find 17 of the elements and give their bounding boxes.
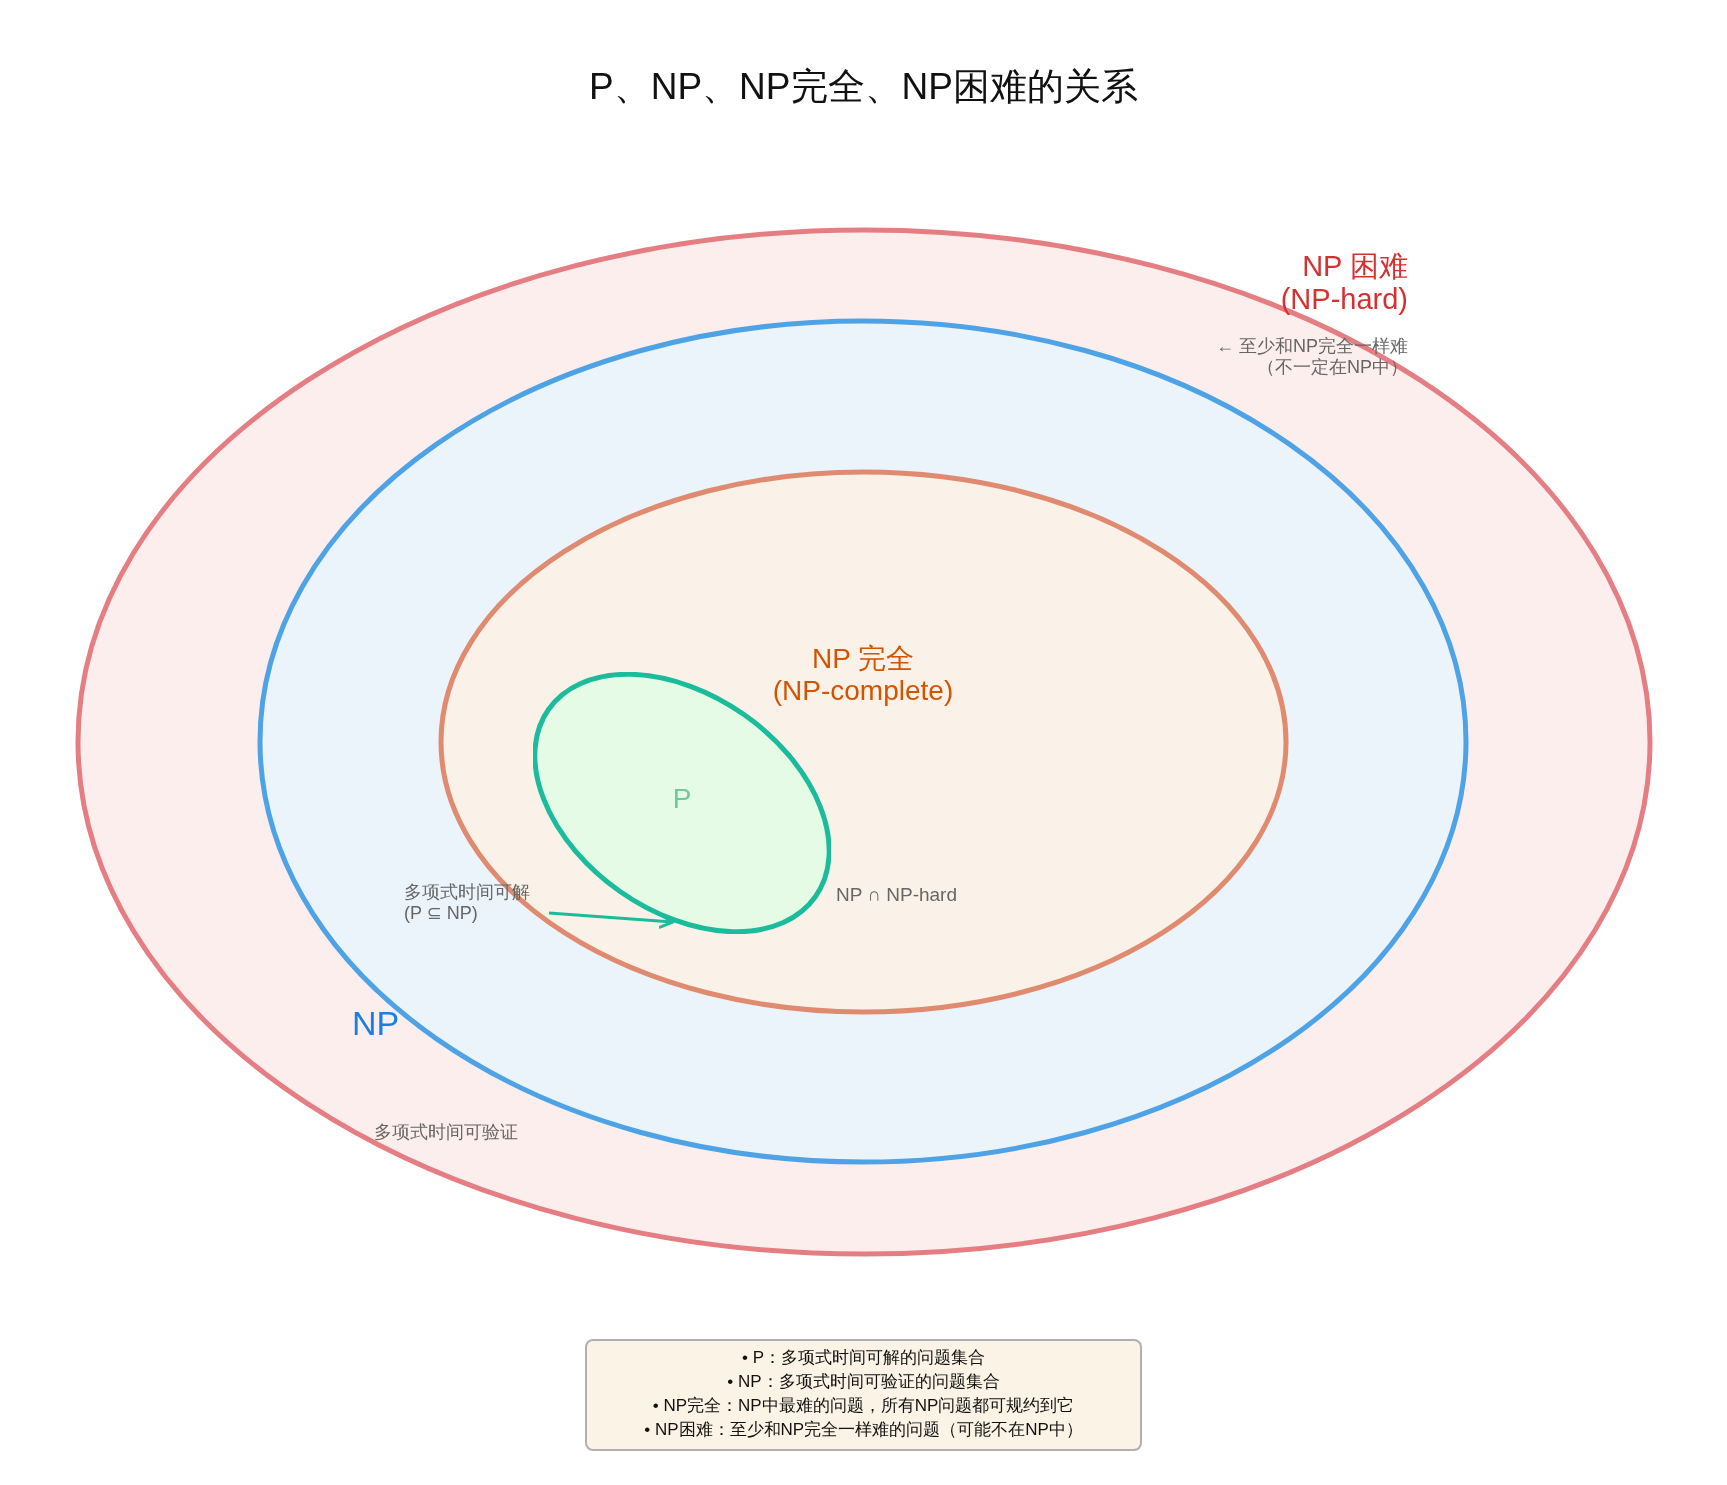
note-text: NP ∩ NP-hard (836, 884, 958, 906)
arrow (548, 911, 675, 929)
note-line: • NP困难：至少和NP完全一样难的问题（可能不在NP中） (644, 1420, 1083, 1439)
set-label: NP (352, 1004, 401, 1044)
annotation-text: 多项式时间可解 (P ⊆ NP) (404, 882, 531, 924)
set-ellipse (75, 227, 1653, 1257)
note-line: • NP：多项式时间可验证的问题集合 (727, 1372, 1000, 1391)
note-line: • P：多项式时间可解的问题集合 (742, 1348, 985, 1367)
set-label: NP 困难 (NP-hard) (1279, 250, 1408, 317)
note-line: • NP完全：NP中最难的问题，所有NP问题都可规约到它 (652, 1396, 1075, 1415)
set-ellipse (257, 318, 1469, 1165)
set-label: NP 完全 (NP-complete) (771, 643, 955, 708)
note-text: ← 至少和NP完全一样难（不一定在NP中） (1215, 336, 1408, 378)
set-label: P (671, 783, 693, 816)
diagram-title: P、NP、NP完全、NP困难的关系 (588, 66, 1139, 109)
note-box (585, 1339, 1142, 1451)
note-text: 多项式时间可验证 (374, 1122, 519, 1143)
